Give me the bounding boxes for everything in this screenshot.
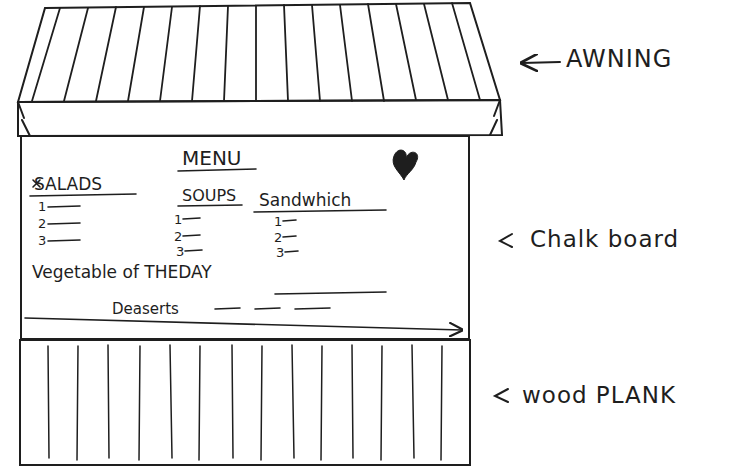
wood-plank-drawing <box>20 340 470 465</box>
menu-text: SOUPS <box>182 187 236 205</box>
underline <box>178 205 242 206</box>
item-dash <box>48 206 80 241</box>
menu-text: 2 <box>174 230 182 245</box>
menu-text: Sandwhich <box>259 191 351 211</box>
leader-arrow <box>500 234 512 247</box>
awning-valance <box>18 100 502 136</box>
menu-text: 1 <box>174 213 182 228</box>
chalk-board: MENUSALADSSOUPSSandwhich123123123Vegetab… <box>20 135 470 340</box>
awning-stripes <box>32 3 480 101</box>
menu-text: 1 <box>274 215 282 230</box>
item-dash <box>283 220 298 252</box>
wood-plank <box>20 340 470 465</box>
leader-arrow <box>522 62 560 63</box>
menu-text: 3 <box>176 245 184 260</box>
menu-text: Deaserts <box>112 301 179 318</box>
item-dash <box>215 308 330 309</box>
valance-corner <box>18 100 500 136</box>
menu-text: 1 <box>38 200 46 215</box>
menu-text: 3 <box>276 246 284 261</box>
heart-scribble <box>393 150 418 180</box>
menu-text: 3 <box>38 234 46 249</box>
plank-lines <box>48 345 442 460</box>
part-label: wood PLANK <box>522 382 676 408</box>
underline <box>30 194 136 196</box>
menu-text: SALADS <box>34 175 102 195</box>
part-label: AWNING <box>566 46 672 74</box>
underline <box>254 210 386 212</box>
item-dash <box>183 218 202 251</box>
blank-line <box>275 292 386 294</box>
menu-text: MENU <box>182 147 242 170</box>
menu-text: 2 <box>274 231 282 246</box>
board-arrow <box>25 318 462 330</box>
awning-drawing <box>18 3 502 136</box>
awning-roof <box>18 3 500 102</box>
menu-lines <box>25 169 462 330</box>
menu-text: 2 <box>38 217 46 232</box>
leader-arrow <box>495 389 508 402</box>
menu-text: Vegetable of THEDAY <box>32 263 212 283</box>
part-label: Chalk board <box>530 226 679 252</box>
